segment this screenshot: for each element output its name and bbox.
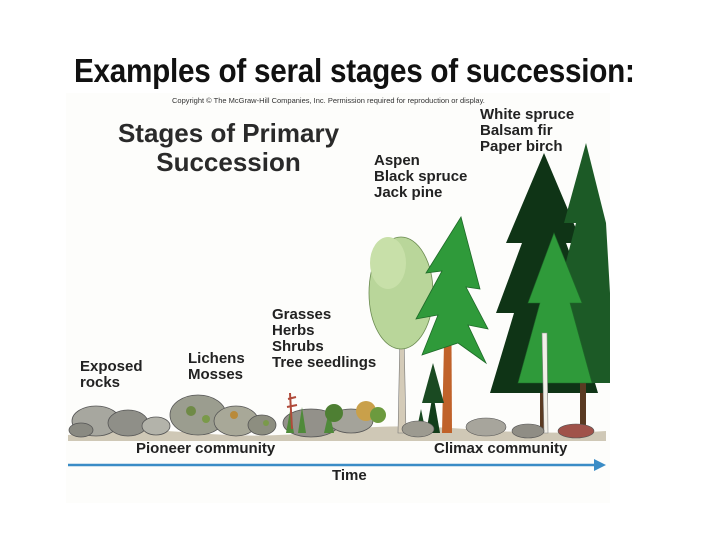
figure-title-line2: Succession bbox=[156, 147, 301, 177]
stage-label-aspen-spruce-pine: Aspen Black spruce Jack pine bbox=[374, 153, 467, 201]
grasses-herbs-shrubs bbox=[282, 392, 386, 438]
time-axis-label: Time bbox=[332, 467, 367, 484]
climax-community-label: Climax community bbox=[434, 440, 568, 457]
jack-pine-tree bbox=[415, 216, 489, 433]
forest-floor bbox=[401, 417, 595, 439]
stage-label-line: Jack pine bbox=[374, 184, 443, 201]
stage-label-line: Tree seedlings bbox=[272, 354, 377, 371]
paper-birch-tree bbox=[541, 332, 549, 434]
stage-label-line: rocks bbox=[80, 374, 121, 391]
stage-label-grasses-herbs: Grasses Herbs Shrubs Tree seedlings bbox=[272, 307, 376, 371]
figure-title: Stages of Primary Succession bbox=[96, 119, 361, 177]
stage-label-lichens-mosses: Lichens Mosses bbox=[188, 351, 245, 383]
lichen-covered-rocks bbox=[169, 394, 277, 437]
stage-label-line: Grasses bbox=[272, 306, 332, 323]
stage-label-line: Mosses bbox=[188, 366, 244, 383]
stage-label-line: Shrubs bbox=[272, 338, 324, 355]
copyright-notice: Copyright © The McGraw-Hill Companies, I… bbox=[172, 96, 485, 105]
exposed-rocks bbox=[68, 405, 171, 438]
stage-label-line: Exposed bbox=[80, 358, 143, 375]
slide-title: Examples of seral stages of succession: bbox=[74, 52, 635, 89]
stage-label-line: Paper birch bbox=[480, 138, 563, 155]
succession-figure: Copyright © The McGraw-Hill Companies, I… bbox=[66, 93, 610, 503]
succession-illustration bbox=[68, 143, 610, 471]
bright-spruce-tree bbox=[517, 232, 593, 384]
stage-label-exposed-rocks: Exposed rocks bbox=[80, 359, 143, 391]
stage-label-line: Balsam fir bbox=[480, 122, 553, 139]
stage-label-line: White spruce bbox=[480, 106, 575, 123]
stage-label-white-spruce-fir-birch: White spruce Balsam fir Paper birch bbox=[480, 107, 574, 155]
figure-title-line1: Stages of Primary bbox=[117, 118, 340, 148]
stage-label-line: Black spruce bbox=[374, 168, 468, 185]
stage-label-line: Aspen bbox=[374, 152, 420, 169]
pioneer-community-label: Pioneer community bbox=[136, 440, 276, 457]
stage-label-line: Lichens bbox=[188, 350, 245, 367]
aspen-tree bbox=[368, 236, 434, 434]
stage-label-line: Herbs bbox=[272, 322, 315, 339]
time-arrow bbox=[68, 459, 606, 471]
